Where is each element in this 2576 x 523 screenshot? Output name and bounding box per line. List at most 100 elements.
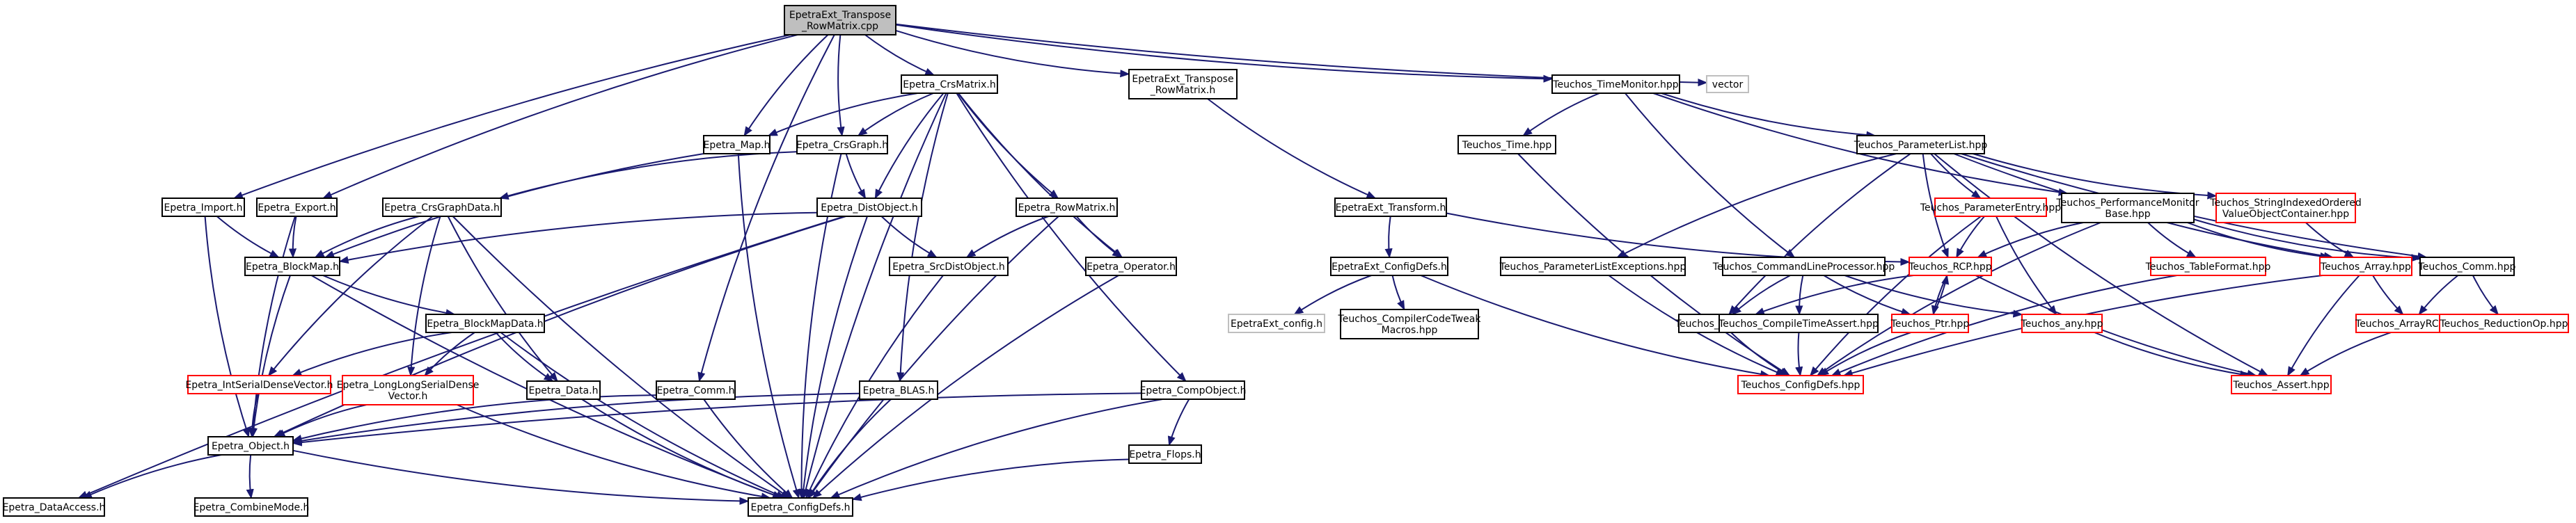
- node-t_ptr[interactable]: Teuchos_Ptr.hpp: [1890, 314, 1970, 333]
- node-box-root: [784, 5, 896, 35]
- node-label-blockmap_h-0: Epetra_BlockMap.h: [246, 262, 339, 273]
- node-label-compiler_code_tweak-1: Macros.hpp: [1382, 325, 1438, 336]
- node-box-crs_matrix: [901, 74, 998, 94]
- node-dataaccess_h[interactable]: Epetra_DataAccess.h: [3, 497, 106, 517]
- node-reduction_op[interactable]: Teuchos_ReductionOp.hpp: [2439, 314, 2569, 333]
- node-t_comm[interactable]: Teuchos_Comm.hpp: [2418, 257, 2516, 276]
- node-blas_h[interactable]: Epetra_BLAS.h: [859, 380, 938, 400]
- edge-root-to-tm_hpp: [895, 24, 1554, 83]
- node-data_h[interactable]: Epetra_Data.h: [526, 380, 601, 400]
- edge-tm_hpp-to-teuchos_time: [1522, 92, 1600, 136]
- node-crsgraphdata_h[interactable]: Epetra_CrsGraphData.h: [382, 198, 502, 217]
- node-box-rcp: [1909, 257, 1992, 276]
- edge-param_list-to-t_map: [1728, 153, 1911, 316]
- node-distobject_h[interactable]: Epetra_DistObject.h: [816, 198, 922, 217]
- node-tm_hpp[interactable]: Teuchos_TimeMonitor.hpp: [1551, 74, 1680, 94]
- node-blockmapdata_h[interactable]: Epetra_BlockMapData.h: [425, 314, 545, 333]
- edge-perf_monitor-to-rcp: [1977, 222, 2084, 258]
- node-compobject_h[interactable]: Epetra_CompObject.h: [1140, 380, 1247, 400]
- node-compile_time_assert[interactable]: Teuchos_CompileTimeAssert.hpp: [1718, 314, 1879, 333]
- node-box-param_list_exc: [1500, 257, 1686, 276]
- edge-rowmatrix_h-to-operator_h: [1075, 216, 1122, 258]
- node-label-t_comm-0: Teuchos_Comm.hpp: [2418, 262, 2516, 273]
- node-cmd_line[interactable]: Teuchos_CommandLineProcessor.hpp: [1712, 257, 1895, 276]
- node-label-flops_h-0: Epetra_Flops.h: [1129, 449, 1201, 460]
- node-blockmap_h[interactable]: Epetra_BlockMap.h: [244, 257, 340, 276]
- node-string_indexed[interactable]: Teuchos_StringIndexedOrderedValueObjectC…: [2209, 193, 2362, 223]
- edge-t_array-to-array_rcp: [2372, 275, 2404, 315]
- edge-crs_matrix-to-blas_h: [896, 92, 949, 383]
- node-vector: vector: [1706, 75, 1749, 93]
- node-ext_configdefs_h[interactable]: EpetraExt_ConfigDefs.h: [1330, 257, 1448, 276]
- edge-map_h-to-blockmap_h: [324, 153, 704, 258]
- node-label-compiler_code_tweak-0: Teuchos_CompilerCodeTweak: [1338, 314, 1482, 325]
- node-import_h[interactable]: Epetra_Import.h: [161, 198, 245, 217]
- node-map_h[interactable]: Epetra_Map.h: [703, 135, 771, 154]
- node-flops_h[interactable]: Epetra_Flops.h: [1128, 444, 1202, 464]
- node-box-data_h: [526, 380, 601, 400]
- edge-distobject_h-to-epetra_configdefs_h: [799, 216, 868, 499]
- edge-crsgraphdata_h-to-blockmap_h: [314, 216, 420, 258]
- node-epetra_configdefs_h[interactable]: Epetra_ConfigDefs.h: [748, 497, 853, 517]
- node-intserial_h[interactable]: Epetra_IntSerialDenseVector.h: [185, 375, 333, 394]
- node-comm_h[interactable]: Epetra_Comm.h: [656, 380, 736, 400]
- node-t_configdefs[interactable]: Teuchos_ConfigDefs.hpp: [1737, 375, 1864, 394]
- edge-crsgraph_h-to-distobject_h: [845, 153, 867, 200]
- edge-distobject_h-to-srcdistobject_h: [880, 216, 938, 258]
- node-table_format[interactable]: Teuchos_TableFormat.hpp: [2145, 257, 2271, 276]
- node-box-dataaccess_h: [3, 497, 105, 517]
- node-rowmatrix_h[interactable]: Epetra_RowMatrix.h: [1016, 198, 1118, 217]
- node-label-table_format-0: Teuchos_TableFormat.hpp: [2145, 262, 2271, 273]
- node-box-cmd_line: [1722, 257, 1886, 276]
- node-crsgraph_h[interactable]: Epetra_CrsGraph.h: [796, 135, 888, 154]
- node-object_h[interactable]: Epetra_Object.h: [207, 436, 294, 456]
- node-rcp[interactable]: Teuchos_RCP.hpp: [1908, 257, 1992, 276]
- node-label-t_ptr-0: Teuchos_Ptr.hpp: [1890, 319, 1970, 330]
- node-t_assert[interactable]: Teuchos_Assert.hpp: [2231, 375, 2332, 394]
- node-box-tm_hpp: [1551, 74, 1680, 94]
- node-ext_transpose_h[interactable]: EpetraExt_Transpose_RowMatrix.h: [1128, 69, 1238, 99]
- node-box-blas_h: [859, 380, 938, 400]
- node-param_entry[interactable]: Teuchos_ParameterEntry.hpp: [1920, 198, 2061, 217]
- node-param_list_exc[interactable]: Teuchos_ParameterListExceptions.hpp: [1499, 257, 1686, 276]
- node-box-export_h: [256, 198, 338, 217]
- node-crs_matrix[interactable]: Epetra_CrsMatrix.h: [901, 74, 998, 94]
- node-box-compobject_h: [1141, 380, 1245, 400]
- node-param_list[interactable]: Teuchos_ParameterList.hpp: [1854, 135, 1988, 154]
- edge-param_entry-to-rcp: [1955, 216, 1985, 259]
- node-label-root-1: _RowMatrix.cpp: [801, 21, 878, 32]
- edge-cmd_line-to-t_ptr: [1823, 275, 1911, 316]
- edge-t_comm-to-reduction_op: [2472, 275, 2499, 316]
- node-box-srcdistobject_h: [889, 257, 1009, 276]
- edge-perf_monitor-to-t_configdefs: [1816, 222, 2101, 376]
- node-box-ext_transpose_h: [1128, 69, 1238, 99]
- edge-param_list-to-param_list_exc: [1616, 153, 1897, 258]
- edge-import_h-to-blockmap_h: [216, 216, 280, 258]
- node-export_h[interactable]: Epetra_Export.h: [256, 198, 338, 217]
- node-srcdistobject_h[interactable]: Epetra_SrcDistObject.h: [889, 257, 1009, 276]
- edge-crsgraphdata_h-to-epetra_configdefs_h: [452, 216, 791, 499]
- node-label-perf_monitor-0: Teuchos_PerformanceMonitor: [2055, 198, 2199, 209]
- edge-ext_configdefs_h-to-t_configdefs: [1420, 275, 1771, 378]
- node-t_array[interactable]: Teuchos_Array.hpp: [2319, 257, 2412, 276]
- node-label-compile_time_assert-0: Teuchos_CompileTimeAssert.hpp: [1718, 319, 1879, 330]
- node-label-param_list_exc-0: Teuchos_ParameterListExceptions.hpp: [1499, 262, 1686, 273]
- node-box-combinemode_h: [194, 497, 308, 517]
- edge-perf_monitor-to-t_comm: [2193, 218, 2421, 262]
- node-teuchos_time[interactable]: Teuchos_Time.hpp: [1457, 135, 1556, 154]
- node-box-rowmatrix_h: [1016, 198, 1118, 217]
- node-root[interactable]: EpetraExt_Transpose_RowMatrix.cpp: [784, 5, 896, 35]
- node-combinemode_h[interactable]: Epetra_CombineMode.h: [193, 497, 310, 517]
- node-t_any[interactable]: Teuchos_any.hpp: [2021, 314, 2103, 333]
- node-label-combinemode_h-0: Epetra_CombineMode.h: [193, 502, 310, 513]
- node-label-reduction_op-0: Teuchos_ReductionOp.hpp: [2439, 319, 2568, 330]
- node-operator_h[interactable]: Epetra_Operator.h: [1085, 257, 1177, 276]
- node-label-t_array-0: Teuchos_Array.hpp: [2320, 262, 2411, 273]
- edge-blas_h-to-epetra_configdefs_h: [807, 399, 892, 499]
- node-ext_transform_h[interactable]: EpetraExt_Transform.h: [1334, 198, 1447, 217]
- node-label-ext_transpose_h-1: _RowMatrix.h: [1150, 85, 1216, 96]
- node-label-longlong_h-0: Epetra_LongLongSerialDense: [337, 380, 480, 391]
